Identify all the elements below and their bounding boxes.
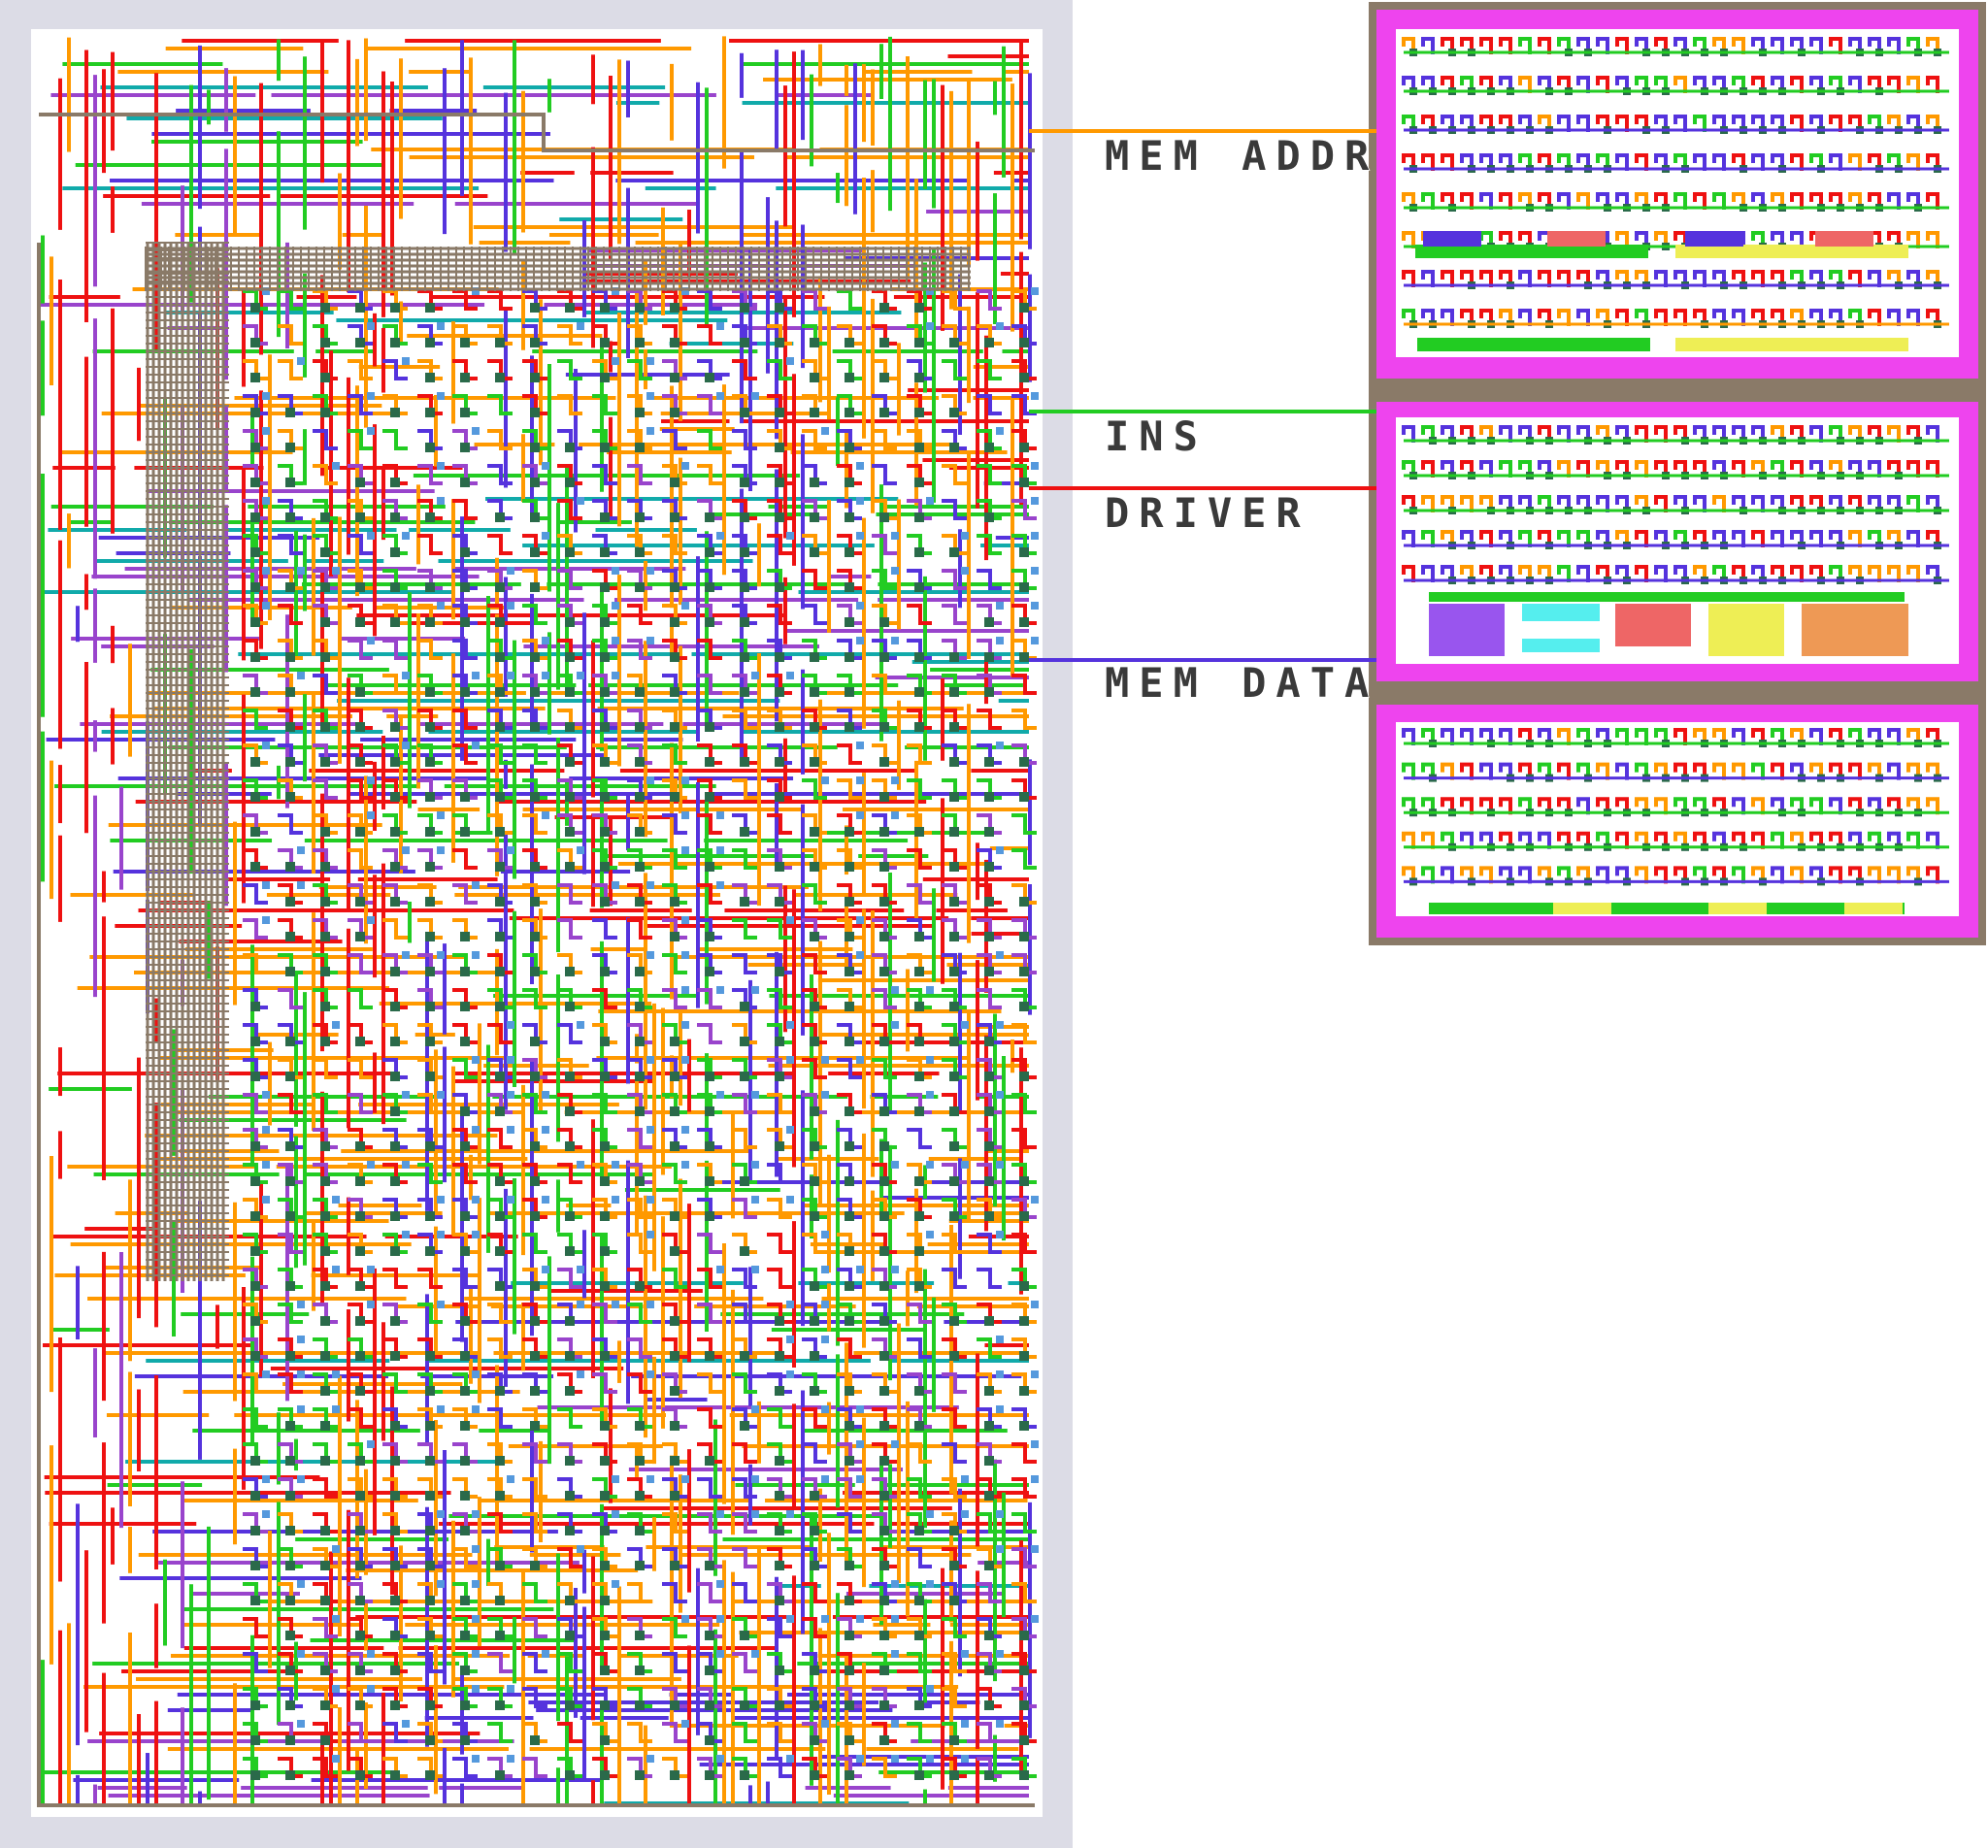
memory-data-module[interactable] (1369, 689, 1986, 945)
instruction-driver-wiring (1402, 425, 1949, 656)
mem-addr-label: MEM ADDR (1105, 132, 1378, 180)
driver-label: DRIVER (1105, 489, 1310, 537)
ins-label: INS (1105, 412, 1208, 460)
memory-data-wiring (1402, 728, 1949, 914)
instruction-driver-module[interactable] (1369, 386, 1986, 689)
circuit-board-wiring (37, 36, 1039, 1807)
mem-data-label: MEM DATA (1105, 659, 1378, 707)
memory-address-module[interactable] (1369, 2, 1986, 386)
memory-address-wiring (1402, 37, 1949, 351)
